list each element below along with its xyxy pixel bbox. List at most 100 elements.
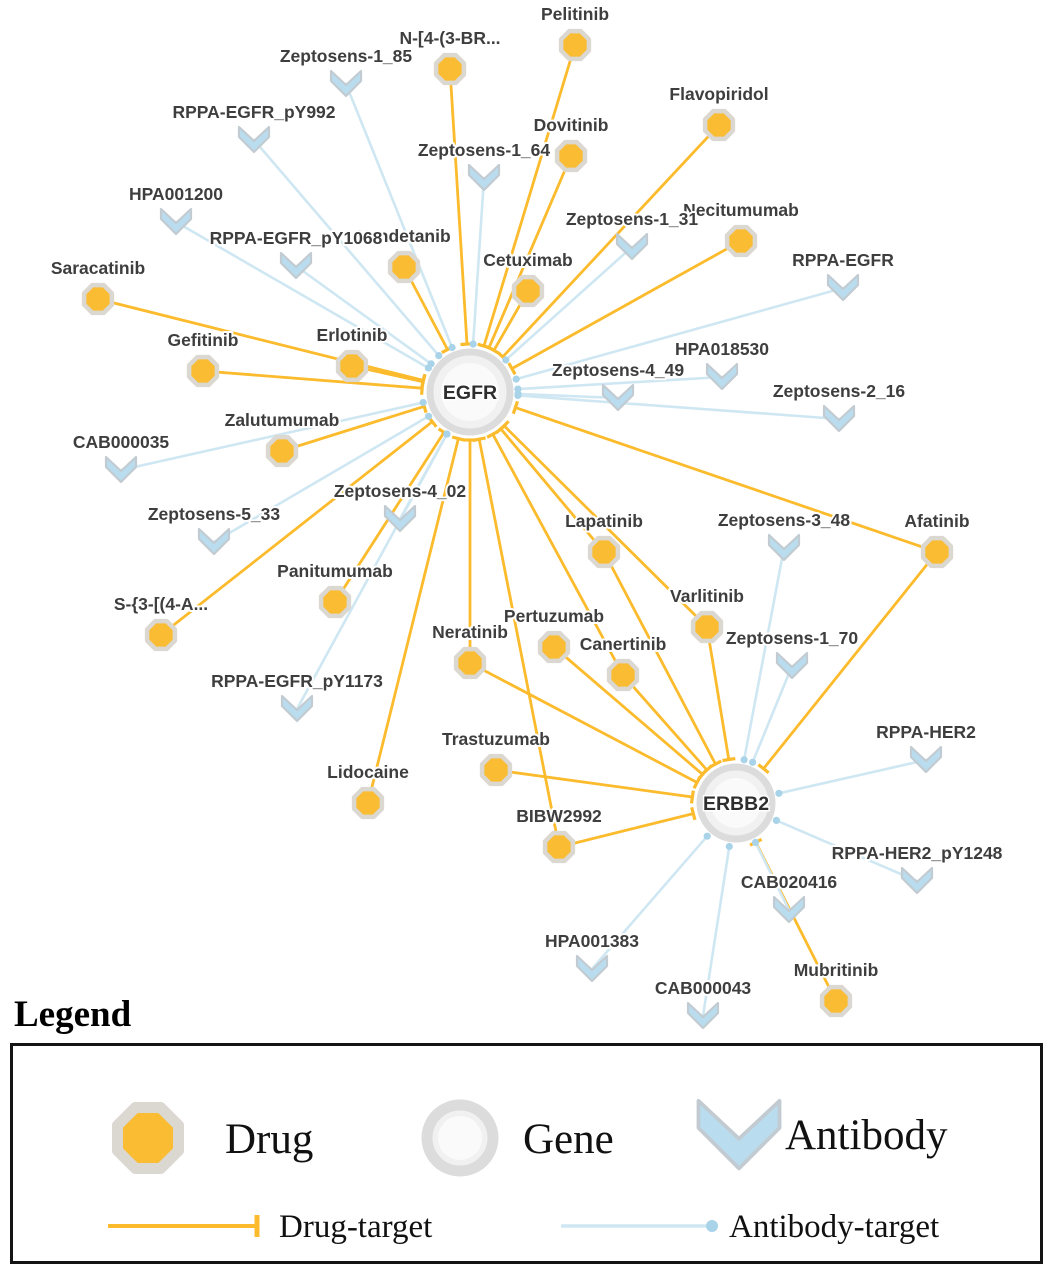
node-n-4-3-br[interactable] <box>433 52 467 86</box>
node-flavopiridol[interactable] <box>702 108 736 142</box>
node-bibw2992[interactable] <box>542 830 576 864</box>
antibody-chevron-icon <box>601 383 635 412</box>
node-erlotinib[interactable] <box>335 349 369 383</box>
antibody-chevron-icon <box>280 694 314 723</box>
antibody-target-edge <box>590 832 711 971</box>
legend-gene-label: Gene <box>523 1116 614 1163</box>
node-pelitinib[interactable] <box>558 28 592 62</box>
drug-octagon-icon <box>724 224 758 258</box>
node-varlitinib[interactable] <box>690 610 724 644</box>
antibody-chevron-icon <box>909 745 943 774</box>
node-EGFR[interactable] <box>426 348 514 436</box>
antibody-label: RPPA-EGFR_pY992 <box>172 102 335 122</box>
node-trastuzumab[interactable] <box>479 753 513 787</box>
node-zeptosens-1_64[interactable] <box>467 163 501 192</box>
antibody-target-edge <box>295 430 451 711</box>
antibody-chevron-icon <box>197 527 231 556</box>
labels-layer: EGFRERBB2PelitinibN-[4-(3-BR...Dovitinib… <box>49 2 1005 1000</box>
node-zeptosens-5_33[interactable] <box>197 527 231 556</box>
node-cab020416[interactable] <box>772 895 806 924</box>
antibody-chevron-icon <box>237 125 271 154</box>
node-rppa-egfr[interactable] <box>826 273 860 302</box>
antibody-target-edge <box>212 412 433 544</box>
antibody-target-edge <box>294 264 435 368</box>
node-rppa-egfr_py1173[interactable] <box>280 694 314 723</box>
node-afatinib[interactable] <box>920 535 954 569</box>
drug-label: Varlitinib <box>670 586 744 606</box>
node-zeptosens-4_49[interactable] <box>601 383 635 412</box>
node-rppa-egfr_py992[interactable] <box>237 125 271 154</box>
node-hpa018530[interactable] <box>705 362 739 391</box>
node-zeptosens-1_85[interactable] <box>329 69 363 98</box>
drug-octagon-icon <box>335 349 369 383</box>
node-neratinib[interactable] <box>453 646 487 680</box>
drug-label: Pelitinib <box>541 4 609 24</box>
node-necitumumab[interactable] <box>724 224 758 258</box>
antibody-label: HPA001383 <box>545 931 639 951</box>
node-pertuzumab[interactable] <box>537 630 571 664</box>
antibody-target-edge <box>512 286 845 383</box>
node-zalutumumab[interactable] <box>265 434 299 468</box>
antibody-chevron-icon <box>615 232 649 261</box>
legend-drug-icon <box>112 1102 184 1174</box>
drug-target-edge <box>511 400 939 554</box>
drug-target-edge <box>472 436 561 849</box>
node-vandetanib[interactable] <box>387 250 421 284</box>
antibody-label: Zeptosens-4_02 <box>334 481 467 501</box>
node-zeptosens-2_16[interactable] <box>822 404 856 433</box>
antibody-target-edge <box>119 398 427 472</box>
node-gefitinib[interactable] <box>186 354 220 388</box>
gene-inner-circle <box>441 363 499 421</box>
drug-octagon-icon <box>920 535 954 569</box>
node-zeptosens-4_02[interactable] <box>383 504 417 533</box>
legend-drug-target-line <box>108 1215 260 1237</box>
drug-label: S-{3-[(4-A... <box>114 594 208 614</box>
antibody-label: Zeptosens-5_33 <box>148 504 281 524</box>
legend-antibody-target-label: Antibody-target <box>729 1209 939 1245</box>
node-canertinib[interactable] <box>606 658 640 692</box>
node-saracatinib[interactable] <box>81 282 115 316</box>
node-mubritinib[interactable] <box>819 984 853 1018</box>
node-lidocaine[interactable] <box>351 786 385 820</box>
drug-target-edge <box>498 420 709 629</box>
drug-target-edge <box>621 673 713 776</box>
antibody-chevron-icon <box>822 404 856 433</box>
antibody-chevron-icon <box>772 895 806 924</box>
drug-label: Zalutumumab <box>225 410 340 430</box>
node-lapatinib[interactable] <box>587 535 621 569</box>
drug-octagon-icon <box>554 139 588 173</box>
node-zeptosens-1_70[interactable] <box>775 651 809 680</box>
node-rppa-her2[interactable] <box>909 745 943 774</box>
node-rppa-her2_py1248[interactable] <box>900 866 934 895</box>
node-cetuximab[interactable] <box>511 274 545 308</box>
drug-octagon-icon <box>511 274 545 308</box>
node-cab000035[interactable] <box>104 455 138 484</box>
node-hpa001383[interactable] <box>575 954 609 983</box>
antibody-target-edge <box>772 816 919 883</box>
legend-antibody-label: Antibody <box>785 1112 948 1159</box>
drug-label: Dovitinib <box>534 115 609 135</box>
drug-octagon-icon <box>606 658 640 692</box>
node-hpa001200[interactable] <box>159 207 193 236</box>
antibody-chevron-icon <box>767 533 801 562</box>
antibody-target-edge <box>344 82 456 352</box>
antibody-label: HPA018530 <box>675 339 769 359</box>
gene-label: ERBB2 <box>703 793 769 815</box>
drug-target-edge <box>448 67 474 347</box>
node-dovitinib[interactable] <box>554 139 588 173</box>
node-zeptosens-1_31[interactable] <box>615 232 649 261</box>
drug-label: Neratinib <box>432 622 508 642</box>
antibody-label: Zeptosens-3_48 <box>718 510 851 530</box>
drug-label: Mubritinib <box>794 960 879 980</box>
drug-label: Cetuximab <box>483 250 572 270</box>
antibody-target-edge <box>751 838 791 912</box>
node-ERBB2[interactable] <box>696 763 776 843</box>
drug-octagon-icon <box>537 630 571 664</box>
node-zeptosens-3_48[interactable] <box>767 533 801 562</box>
legend-drug-target-label: Drug-target <box>279 1209 432 1245</box>
node-rppa-egfr_py1068[interactable] <box>279 251 313 280</box>
node-s-3-4-a[interactable] <box>144 618 178 652</box>
node-panitumumab[interactable] <box>318 585 352 619</box>
node-cab000043[interactable] <box>686 1001 720 1030</box>
drug-label: Lidocaine <box>327 762 409 782</box>
